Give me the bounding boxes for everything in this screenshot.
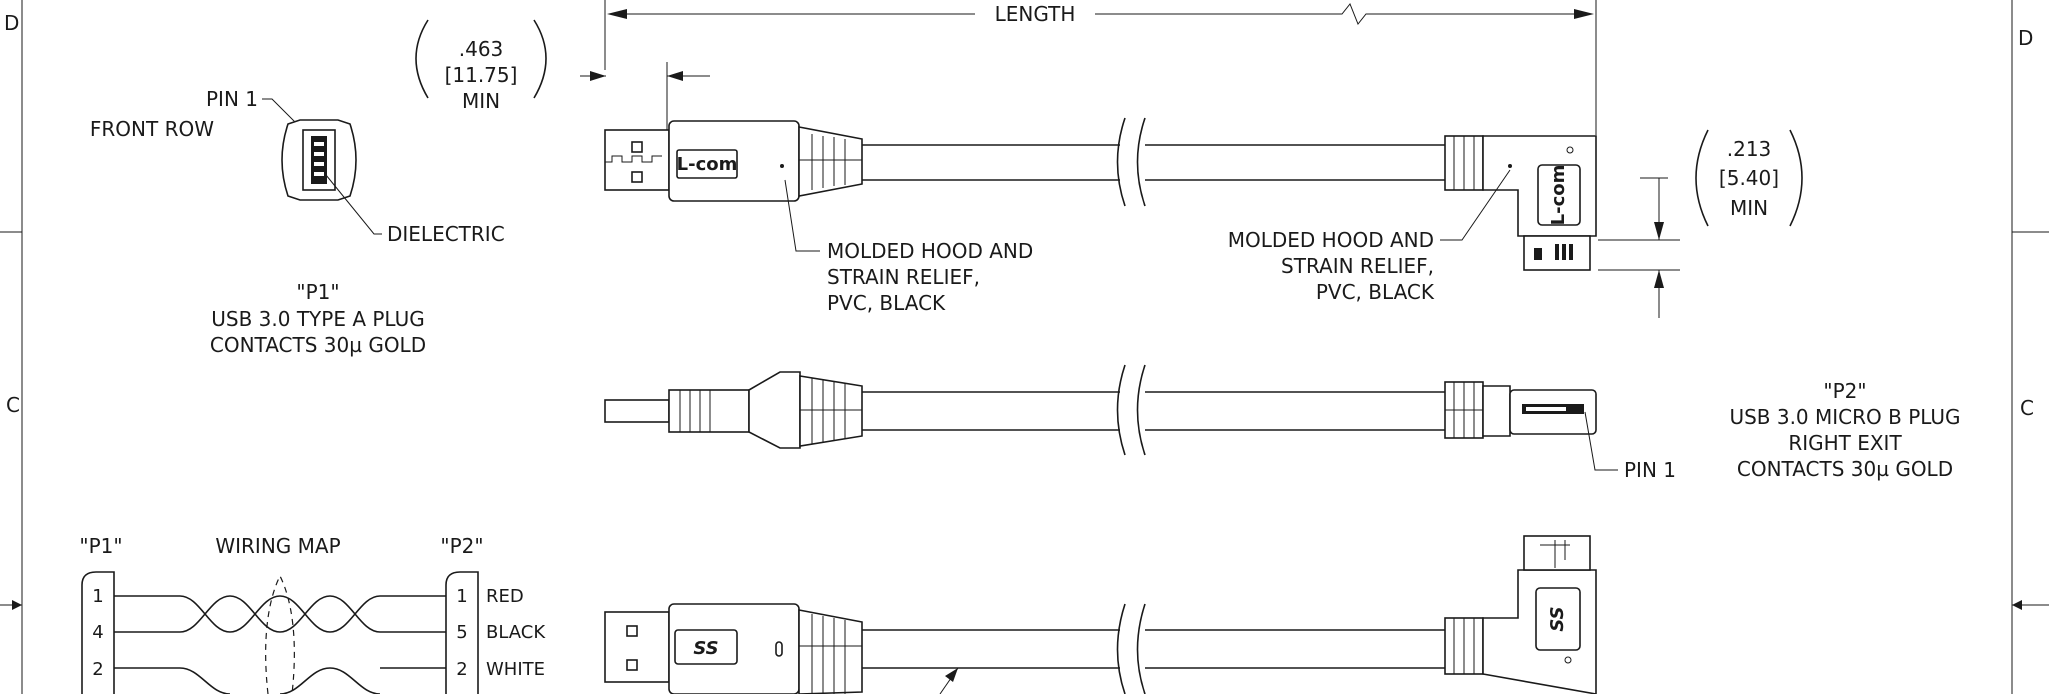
micro-b-metal-bottom [1523, 535, 1591, 571]
p2-description: "P2" USB 3.0 MICRO B PLUG RIGHT EXIT CON… [1729, 379, 1960, 481]
front-row-label: FRONT ROW [90, 117, 214, 141]
center-mark-left [12, 600, 22, 610]
dielectric-label: DIELECTRIC [387, 222, 505, 246]
p1-title: "P1" [296, 280, 339, 304]
strain-relief-bottom-left [798, 609, 863, 694]
hood-left-line-1: MOLDED HOOD AND [827, 239, 1033, 263]
ss-logo-side [1535, 587, 1581, 651]
hood-left-line-3: PVC, BLACK [827, 291, 946, 315]
wiring-color-3: WHITE [486, 659, 545, 680]
wiring-color-1: RED [486, 586, 524, 607]
plug-socket [302, 129, 336, 191]
zone-label-d-right: D [2018, 26, 2033, 50]
p2-description-3: CONTACTS 30µ GOLD [1737, 457, 1953, 481]
p2-dim-inch: .213 [1727, 137, 1772, 161]
wiring-p1-pin-3: 2 [92, 659, 103, 680]
length-label: LENGTH [995, 2, 1076, 26]
p1-dim-mm: [11.75] [445, 63, 518, 87]
p2-description-1: USB 3.0 MICRO B PLUG [1729, 405, 1960, 429]
wiring-p1-connector [81, 571, 115, 694]
usb-a-metal-top [604, 129, 670, 191]
hood-bottom-left [668, 603, 800, 694]
hood-side-taper [748, 371, 801, 449]
strain-relief-left [798, 126, 863, 197]
wiring-p2-pin-3: 2 [456, 659, 467, 680]
hood-right-line-2: STRAIN RELIEF, [1281, 254, 1434, 278]
strain-relief-side-left [799, 375, 863, 447]
p1-front-view: PIN 1 FRONT ROW DIELECTRIC "P1" USB 3.0 … [90, 87, 505, 357]
hood-callout-right: MOLDED HOOD AND STRAIN RELIEF, PVC, BLAC… [1228, 169, 1511, 304]
wiring-map: "P1" WIRING MAP "P2" 1 4 2 1 5 2 RED BLA… [79, 534, 546, 694]
p1-min-dimension: .463 [11.75] MIN [415, 19, 710, 130]
wiring-p2-pin-2: 5 [456, 622, 467, 643]
wiring-p1-pin-1: 1 [92, 586, 103, 607]
wiring-p2-header: "P2" [440, 534, 483, 558]
lcom-logo-text: L-com [677, 154, 738, 175]
lcom-logo-top [676, 149, 738, 179]
usb-a-metal-bottom [604, 611, 670, 683]
wire-red [114, 595, 446, 633]
zone-label-c-left: C [6, 393, 20, 417]
ss-logo-text: SS [693, 638, 718, 659]
wiring-p1-header: "P1" [79, 534, 122, 558]
cable-top-view: L-com L-com [604, 117, 1680, 318]
hood-side-neck [668, 389, 750, 433]
p2-description-2: RIGHT EXIT [1788, 431, 1902, 455]
wire-white [114, 667, 446, 694]
ss-logo-side-text: SS [1547, 606, 1568, 631]
p2-title: "P2" [1823, 379, 1866, 403]
wiring-shield [265, 574, 295, 694]
pin1-right-label: PIN 1 [1624, 458, 1676, 482]
p1-dim-min: MIN [462, 89, 500, 113]
length-dimension: LENGTH [604, 0, 1597, 135]
p1-description-2: CONTACTS 30µ GOLD [210, 333, 426, 357]
molded-hood-right [1482, 135, 1597, 237]
hood-right-line-1: MOLDED HOOD AND [1228, 228, 1434, 252]
p2-min-dimension: .213 [5.40] MIN [1695, 129, 1803, 227]
wiring-p2-pin-1: 1 [456, 586, 467, 607]
lcom-logo-side-text: L-com [1548, 165, 1569, 226]
center-mark-right [2012, 600, 2022, 610]
hood-right-line-3: PVC, BLACK [1316, 280, 1435, 304]
zone-label-c-right: C [2020, 396, 2034, 420]
cable-bottom-view: SS SS [604, 535, 1597, 694]
p1-dim-inch: .463 [459, 37, 504, 61]
hood-callout-left: MOLDED HOOD AND STRAIN RELIEF, PVC, BLAC… [784, 179, 1033, 315]
p1-description-1: USB 3.0 TYPE A PLUG [211, 307, 424, 331]
ss-logo-bottom [674, 629, 738, 665]
hood-left-line-2: STRAIN RELIEF, [827, 265, 980, 289]
p2-dim-mm: [5.40] [1719, 166, 1779, 190]
wiring-map-title: WIRING MAP [215, 534, 340, 558]
zone-label-d-left: D [4, 11, 19, 35]
wiring-color-2: BLACK [486, 622, 546, 643]
hood-side-right [1482, 385, 1511, 437]
usb-a-metal-side [604, 399, 670, 423]
wire-black [114, 595, 446, 633]
wiring-p1-pin-2: 4 [92, 622, 103, 643]
cable-side-view: PIN 1 [604, 364, 1676, 482]
lcom-logo-side [1537, 164, 1581, 226]
pin1-label: PIN 1 [206, 87, 258, 111]
p2-dim-min: MIN [1730, 196, 1768, 220]
wiring-p2-connector [445, 571, 479, 694]
